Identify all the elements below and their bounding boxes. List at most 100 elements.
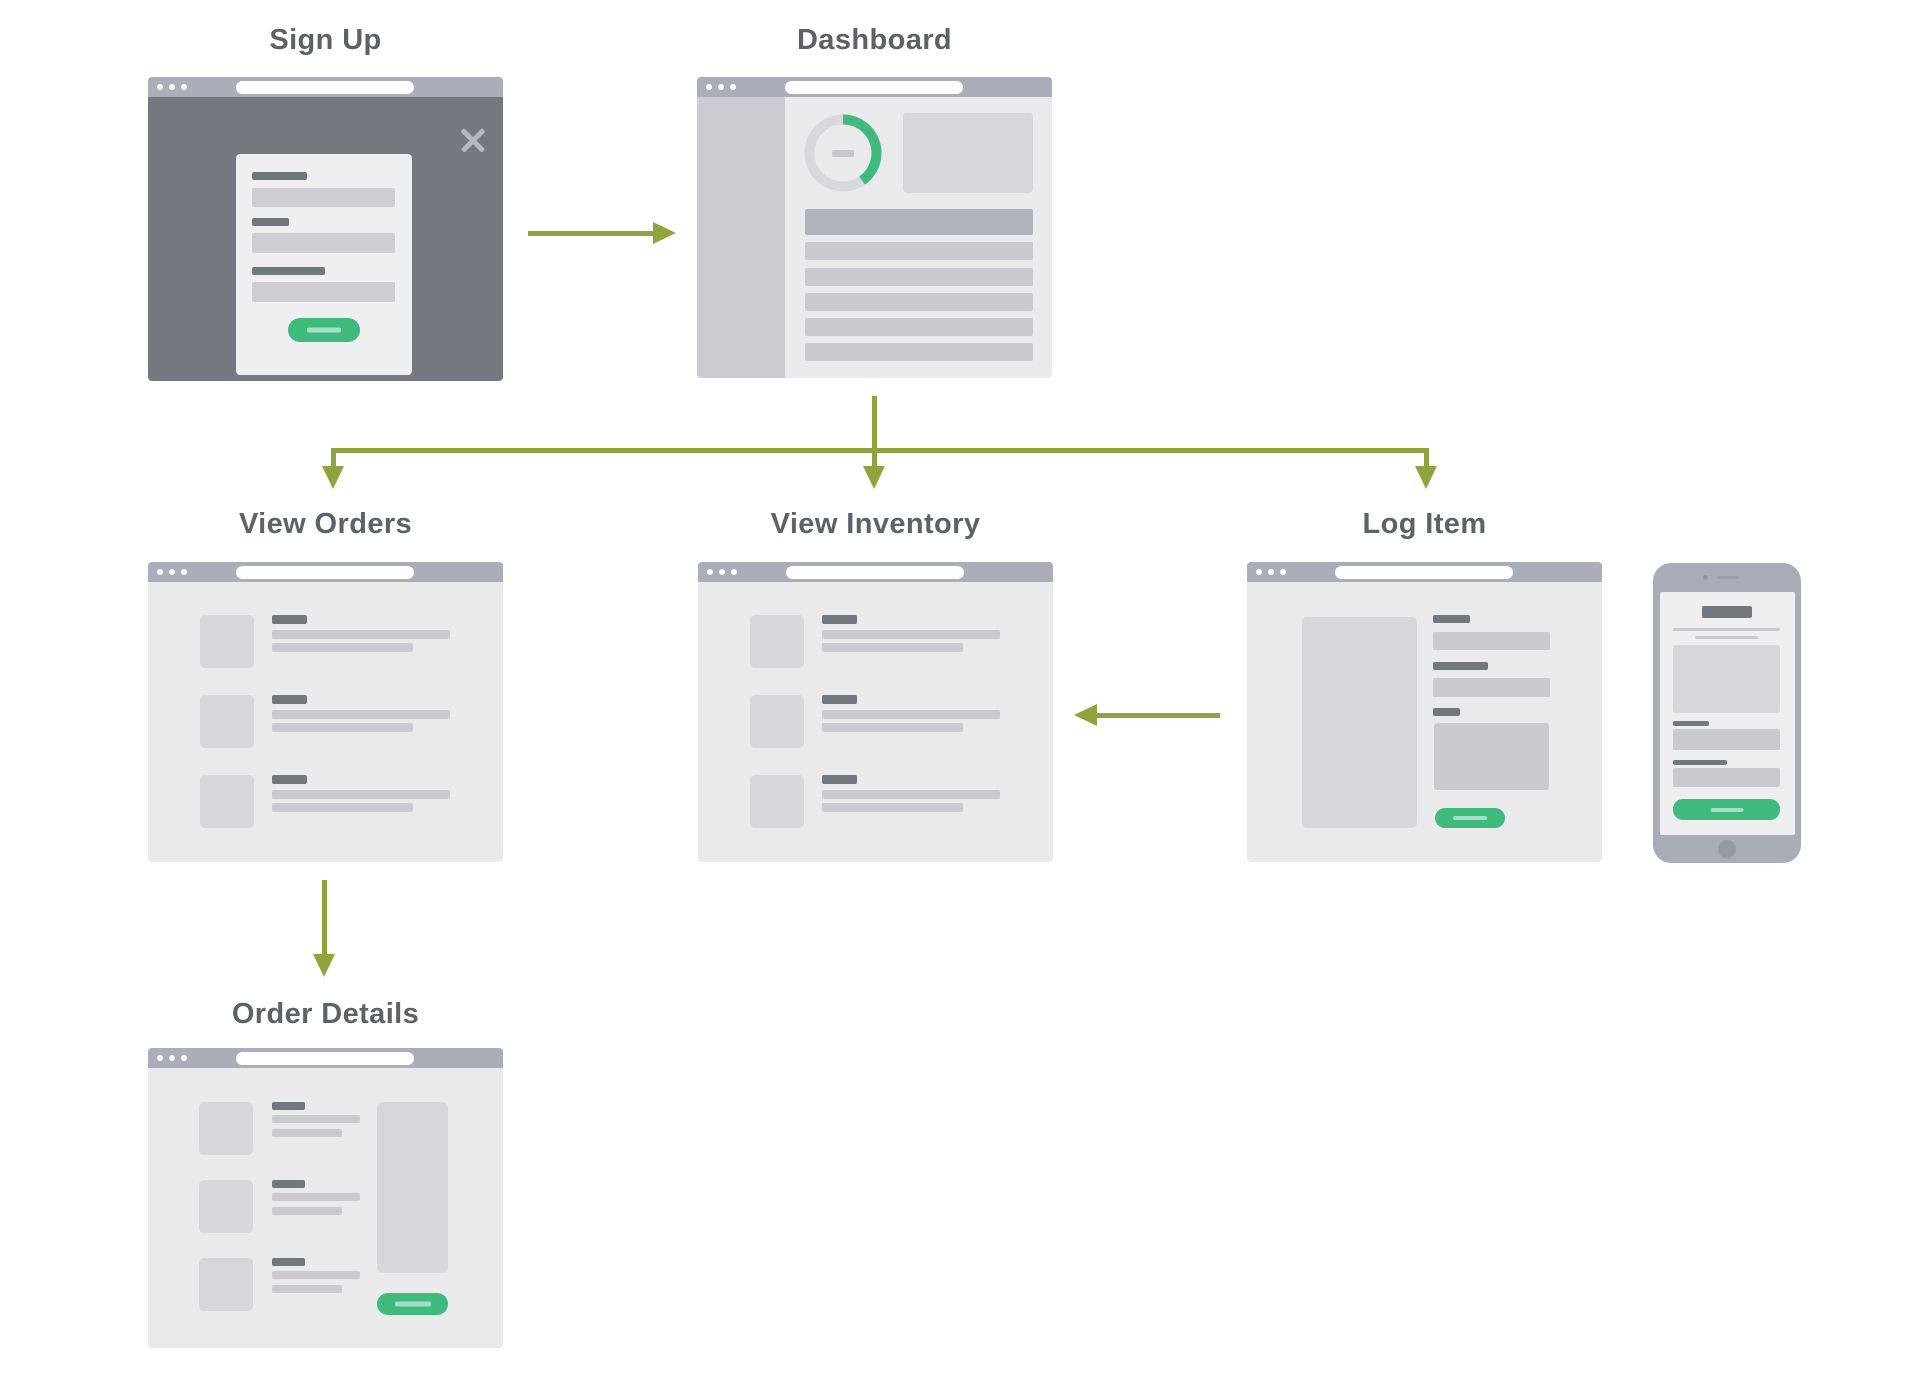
item-title [272, 775, 307, 784]
speaker-icon [1717, 576, 1739, 579]
table-header-row [805, 209, 1033, 235]
item-thumbnail [750, 775, 804, 828]
item-line [822, 803, 963, 812]
screen-title [1702, 606, 1752, 618]
node-title-dashboard: Dashboard [796, 24, 953, 56]
window-dot-icon [730, 84, 736, 90]
table-row [805, 293, 1033, 311]
order-details-window [148, 1048, 503, 1348]
item-title [822, 775, 857, 784]
window-dot-icon [157, 84, 163, 90]
signup-overlay [148, 97, 503, 381]
home-button-icon [1718, 840, 1736, 858]
button-label-placeholder [394, 1301, 431, 1307]
donut-center-value [832, 150, 854, 157]
arrowhead-down-icon [322, 466, 344, 489]
url-bar [785, 80, 963, 94]
item-line [272, 1129, 342, 1137]
url-bar [786, 565, 964, 579]
window-dot-icon [719, 569, 725, 575]
submit-button [1673, 799, 1780, 820]
browser-chrome [148, 77, 503, 97]
button-label-placeholder [1453, 816, 1487, 820]
window-dot-icon [706, 84, 712, 90]
window-dot-icon [169, 84, 175, 90]
node-title-sign-up: Sign Up [269, 24, 382, 56]
item-title [272, 1180, 305, 1188]
field-label [1433, 615, 1470, 623]
url-bar [236, 80, 414, 94]
window-dot-icon [181, 569, 187, 575]
item-thumbnail [200, 775, 254, 828]
browser-chrome [148, 1048, 503, 1068]
item-line [272, 643, 413, 652]
item-thumbnail [199, 1258, 253, 1311]
signup-modal [236, 154, 412, 375]
text-line [1695, 636, 1758, 639]
arrowhead-down-icon [1415, 466, 1437, 489]
item-line [272, 1285, 342, 1293]
item-thumbnail [199, 1180, 253, 1233]
item-line [272, 1115, 360, 1123]
url-bar [236, 1051, 414, 1065]
submit-button [288, 318, 360, 342]
window-dot-icon [1268, 569, 1274, 575]
item-line [272, 1271, 360, 1279]
item-line [272, 630, 450, 639]
item-line [272, 803, 413, 812]
node-title-order-details: Order Details [231, 998, 420, 1030]
item-title [272, 1102, 305, 1110]
input-field [1433, 632, 1550, 650]
arrowhead-right-icon [653, 222, 676, 244]
log-item-window [1247, 562, 1602, 862]
field-label [252, 172, 307, 180]
window-dot-icon [731, 569, 737, 575]
input-field [1433, 678, 1550, 697]
node-title-view-orders: View Orders [238, 508, 413, 540]
button-label-placeholder [1710, 807, 1743, 812]
input-field [252, 233, 395, 253]
item-line [822, 630, 1000, 639]
field-label [252, 218, 289, 226]
node-title-log-item: Log Item [1362, 508, 1487, 540]
url-bar [236, 565, 414, 579]
item-line [272, 1193, 360, 1201]
dashboard-window [697, 77, 1052, 378]
camera-icon [1703, 575, 1708, 580]
table-row [805, 268, 1033, 286]
textarea-field [1434, 723, 1549, 790]
text-line [1673, 628, 1780, 631]
window-dot-icon [157, 569, 163, 575]
view-orders-window [148, 562, 503, 862]
item-line [822, 710, 1000, 719]
item-line [272, 723, 413, 732]
window-dot-icon [169, 1055, 175, 1061]
table-row [805, 318, 1033, 336]
item-title [272, 1258, 305, 1266]
node-title-view-inventory: View Inventory [770, 508, 981, 540]
browser-chrome [148, 562, 503, 582]
window-dot-icon [169, 569, 175, 575]
window-dot-icon [1280, 569, 1286, 575]
arrowhead-down-icon [313, 954, 335, 977]
phone-screen [1660, 592, 1795, 835]
input-field [1673, 768, 1780, 787]
dashboard-sidebar [697, 97, 785, 378]
button-label-placeholder [307, 327, 341, 333]
window-dot-icon [181, 84, 187, 90]
url-bar [1335, 565, 1513, 579]
item-title [822, 615, 857, 624]
item-line [272, 1207, 342, 1215]
field-label [252, 267, 325, 275]
item-line [822, 723, 963, 732]
input-field [1673, 729, 1780, 750]
browser-chrome [697, 77, 1052, 97]
input-field [252, 282, 395, 302]
field-label [1433, 708, 1460, 716]
confirm-button [377, 1293, 448, 1315]
close-icon [459, 126, 487, 154]
window-dot-icon [707, 569, 713, 575]
item-line [272, 790, 450, 799]
item-thumbnail [200, 615, 254, 668]
image-placeholder [1673, 645, 1780, 713]
